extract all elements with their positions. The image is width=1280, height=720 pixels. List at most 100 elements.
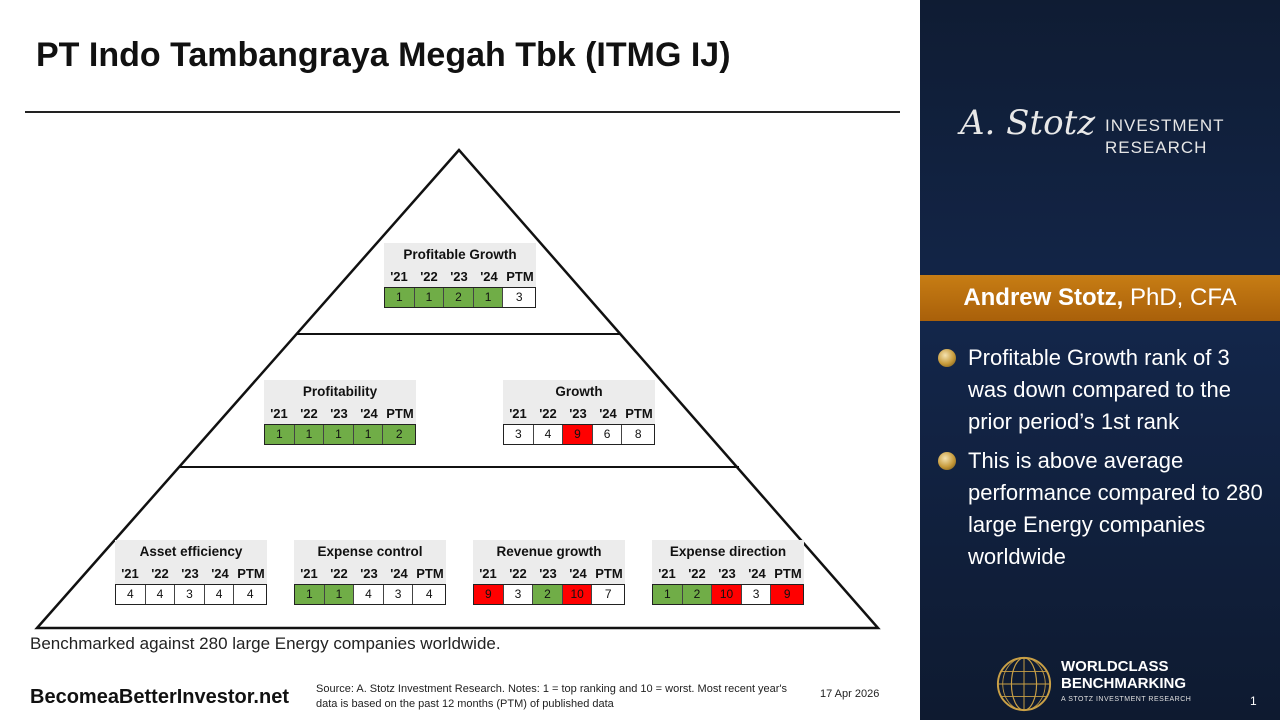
sidebar-panel: A. Stotz INVESTMENT RESEARCH Andrew Stot…	[920, 0, 1280, 720]
rank-cell: 1	[385, 288, 415, 307]
year-header: '21	[658, 566, 676, 581]
rank-cell: 4	[533, 425, 564, 444]
wcb-line: BENCHMARKING	[1061, 675, 1186, 692]
year-header-row: '21 '22 '23 '24 PTM	[294, 563, 446, 584]
summary-bullet: Profitable Growth rank of 3 was down com…	[938, 342, 1268, 438]
year-header: '21	[509, 406, 527, 421]
box-title: Expense direction	[652, 540, 804, 563]
rank-cell: 1	[295, 585, 325, 604]
rank-cell: 4	[116, 585, 146, 604]
rank-cell: 2	[444, 288, 474, 307]
year-header: '23	[450, 269, 468, 284]
rank-cell: 1	[353, 425, 384, 444]
report-date: 17 Apr 2026	[820, 688, 880, 700]
year-header: '23	[181, 566, 199, 581]
rank-cell: 3	[503, 585, 534, 604]
year-header: '22	[539, 406, 557, 421]
year-header: '21	[121, 566, 139, 581]
year-header: '23	[718, 566, 736, 581]
rank-cell: 4	[204, 585, 235, 604]
rank-cell: 1	[653, 585, 683, 604]
rank-cell: 3	[383, 585, 414, 604]
rank-cell: 1	[414, 288, 445, 307]
year-header: PTM	[237, 566, 265, 581]
pyramid-diagram	[34, 148, 881, 630]
logo-wordmark: INVESTMENT RESEARCH	[1105, 115, 1225, 159]
gold-bullet-icon	[938, 349, 956, 367]
rank-cell: 4	[234, 585, 266, 604]
rank-cell: 6	[592, 425, 623, 444]
year-header: PTM	[506, 269, 534, 284]
summary-bullet-text: This is above average performance compar…	[968, 448, 1263, 569]
rank-cell: 1	[324, 585, 355, 604]
rank-cell: 2	[383, 425, 415, 444]
rank-cell: 8	[622, 425, 654, 444]
worldclass-benchmarking-logo: WORLDCLASS BENCHMARKING	[1061, 658, 1186, 692]
rank-cell: 1	[473, 288, 504, 307]
source-note: Source: A. Stotz Investment Research. No…	[316, 683, 788, 710]
rank-cell: 2	[533, 585, 563, 604]
year-header: '23	[569, 406, 587, 421]
logo-line: RESEARCH	[1105, 138, 1208, 157]
year-header: '23	[360, 566, 378, 581]
box-title: Revenue growth	[473, 540, 625, 563]
year-header: '24	[360, 406, 378, 421]
stotz-signature-logo: A. Stotz	[960, 103, 1096, 143]
page-title: PT Indo Tambangraya Megah Tbk (ITMG IJ)	[36, 36, 731, 74]
year-header: '22	[509, 566, 527, 581]
author-credentials: PhD, CFA	[1123, 284, 1237, 311]
rank-cell: 2	[682, 585, 713, 604]
year-header: '21	[300, 566, 318, 581]
year-header: '24	[390, 566, 408, 581]
year-header: '21	[390, 269, 408, 284]
rank-cell: 7	[592, 585, 624, 604]
year-header: '21	[479, 566, 497, 581]
summary-bullet: This is above average performance compar…	[938, 445, 1268, 573]
rank-cell: 3	[741, 585, 772, 604]
rank-cell: 3	[504, 425, 534, 444]
website-link[interactable]: BecomeaBetterInvestor.net	[30, 686, 289, 708]
year-header: '24	[211, 566, 229, 581]
author-name-bar: Andrew Stotz, PhD, CFA	[920, 275, 1280, 321]
rank-cell: 4	[354, 585, 384, 604]
rank-cell: 10	[562, 585, 593, 604]
year-header: '24	[480, 269, 498, 284]
year-header: '24	[569, 566, 587, 581]
title-divider	[25, 111, 900, 113]
rank-cell: 1	[265, 425, 295, 444]
year-header-row: '21 '22 '23 '24 PTM	[115, 563, 267, 584]
globe-logo-icon	[996, 656, 1052, 712]
year-header: PTM	[416, 566, 444, 581]
year-header: '24	[599, 406, 617, 421]
year-header-row: '21 '22 '23 '24 PTM	[384, 266, 536, 287]
box-title: Expense control	[294, 540, 446, 563]
year-header: PTM	[625, 406, 653, 421]
year-header: '23	[330, 406, 348, 421]
year-header: '22	[300, 406, 318, 421]
year-header: '22	[420, 269, 438, 284]
year-header: '22	[151, 566, 169, 581]
gold-bullet-icon	[938, 452, 956, 470]
rank-cell: 9	[474, 585, 504, 604]
year-header: '22	[330, 566, 348, 581]
box-title: Profitable Growth	[384, 243, 536, 266]
year-header: '22	[688, 566, 706, 581]
year-header: PTM	[386, 406, 414, 421]
year-header: '24	[748, 566, 766, 581]
box-title: Profitability	[264, 380, 416, 403]
logo-line: INVESTMENT	[1105, 116, 1225, 135]
rank-cell: 4	[413, 585, 445, 604]
